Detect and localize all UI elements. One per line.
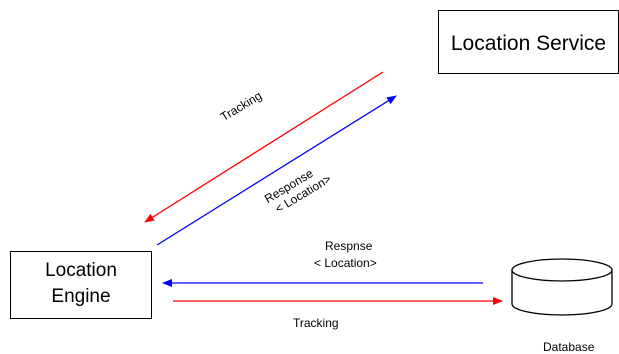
response-label-bottom-line2: < Location> <box>314 256 377 270</box>
location-engine-box: Location Engine <box>10 251 152 319</box>
location-engine-label-line1: Location <box>45 260 117 281</box>
location-service-box: Location Service <box>438 10 619 74</box>
response-arrow-top <box>156 95 397 246</box>
location-service-label: Location Service <box>450 32 607 55</box>
location-engine-label-line2: Engine <box>51 286 111 307</box>
tracking-arrow-top <box>144 71 384 223</box>
response-label-bottom-line1: Respnse <box>325 239 373 253</box>
database-cylinder-icon <box>511 258 613 316</box>
tracking-label-bottom: Tracking <box>293 316 339 330</box>
database-label: Database <box>543 340 595 354</box>
